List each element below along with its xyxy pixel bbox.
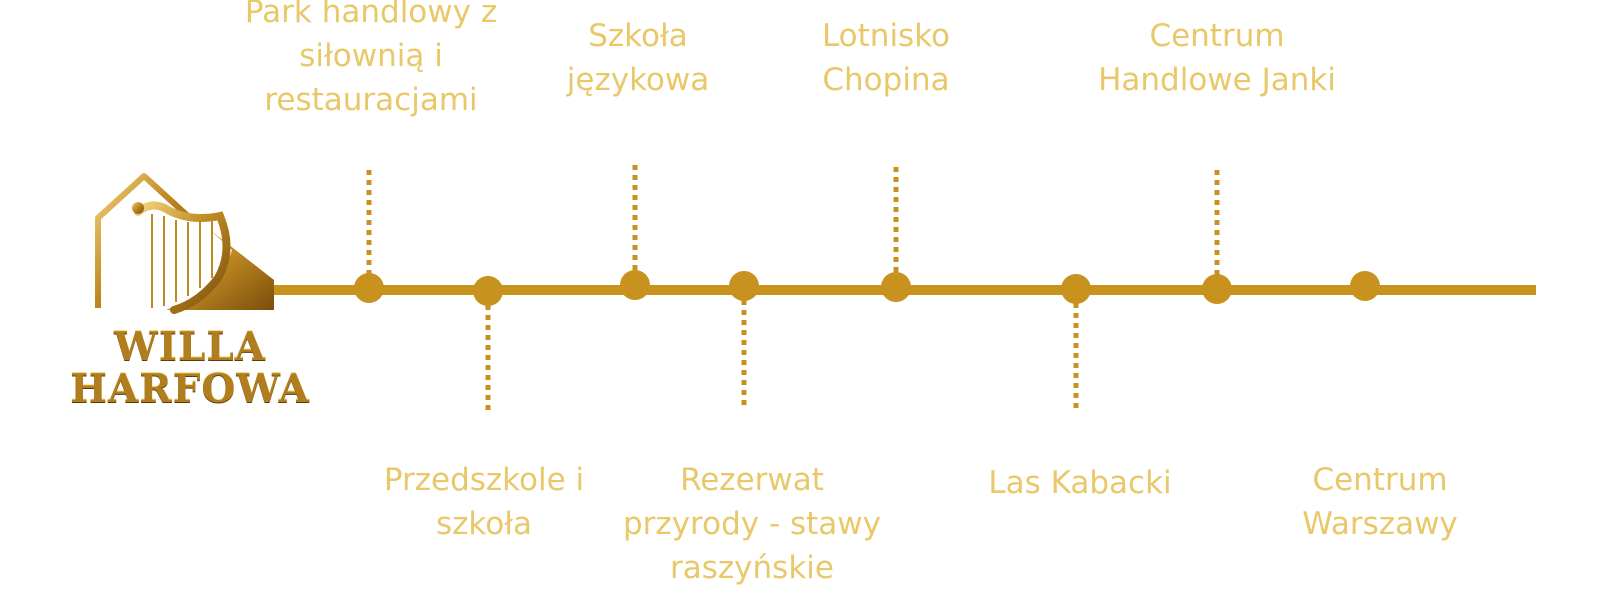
label-las-kabacki: Las Kabacki [988,465,1172,501]
logo: WILLA HARFOWA [70,170,310,420]
dot-rezerwat [729,271,759,301]
label-rezerwat: Rezerwat przyrody - stawy raszyńskie [623,462,881,586]
dot-centrum-warszawy [1350,271,1380,301]
dot-park-handlowy [354,273,384,303]
label-szkola-jezykowa: Szkoła językowa [566,18,710,98]
brand-name-line2: HARFOWA [70,366,310,412]
label-centrum-warszawy: Centrum Warszawy [1302,462,1458,542]
dot-przedszkole [473,276,503,306]
dot-centrum-janki [1202,274,1232,304]
dot-szkola-jezykowa [620,270,650,300]
label-park-handlowy: Park handlowy z siłownią i restauracjami [244,0,498,118]
house-harp-icon [95,173,274,314]
brand-name-line1: WILLA [113,324,267,370]
label-przedszkole: Przedszkole i szkoła [383,462,585,542]
label-centrum-janki: Centrum Handlowe Janki [1098,18,1336,98]
dot-lotnisko [881,272,911,302]
label-lotnisko: Lotnisko Chopina [821,18,951,98]
dot-las-kabacki [1061,274,1091,304]
